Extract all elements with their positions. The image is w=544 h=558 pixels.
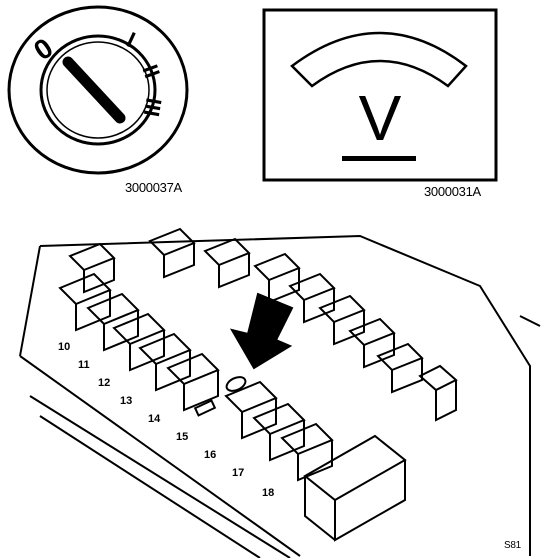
back-row-fuses <box>68 227 424 394</box>
fuse-number-13: 13 <box>120 395 132 407</box>
fuse-box-diagram: 10 11 12 13 14 15 16 17 18 <box>19 227 541 558</box>
relay-block-large <box>303 434 407 542</box>
voltmeter-diagram: V <box>262 8 498 182</box>
fuse-number-11: 11 <box>78 359 90 371</box>
removed-fuse-icon <box>225 376 247 392</box>
fuse-number-10: 10 <box>58 341 70 353</box>
key-slot <box>62 56 126 124</box>
fuse-box-corner-code: S81 <box>504 540 521 551</box>
fuse-box-housing <box>19 234 531 557</box>
voltmeter-underline <box>342 156 416 161</box>
fuse-number-18: 18 <box>262 487 274 499</box>
fuse-box-rail <box>29 315 541 558</box>
ignition-switch-caption: 3000037A <box>125 180 182 195</box>
front-row-fuses <box>58 272 334 482</box>
switch-inner-ring-2 <box>46 41 150 139</box>
fuse-number-15: 15 <box>176 431 188 443</box>
empty-fuse-slot <box>193 399 217 417</box>
voltmeter-scale-arc <box>290 31 468 88</box>
fuse-number-12: 12 <box>98 377 110 389</box>
voltmeter-symbol: V <box>359 82 402 154</box>
pointer-arrow-icon <box>229 292 294 370</box>
ignition-switch-diagram: 0 I II III <box>7 5 189 175</box>
relay-block-small <box>418 364 458 422</box>
switch-position-III: III <box>139 96 167 118</box>
fuse-number-14: 14 <box>148 413 161 425</box>
fuse-number-16: 16 <box>204 449 216 461</box>
fuse-number-17: 17 <box>232 467 244 479</box>
voltmeter-caption: 3000031A <box>424 184 481 199</box>
